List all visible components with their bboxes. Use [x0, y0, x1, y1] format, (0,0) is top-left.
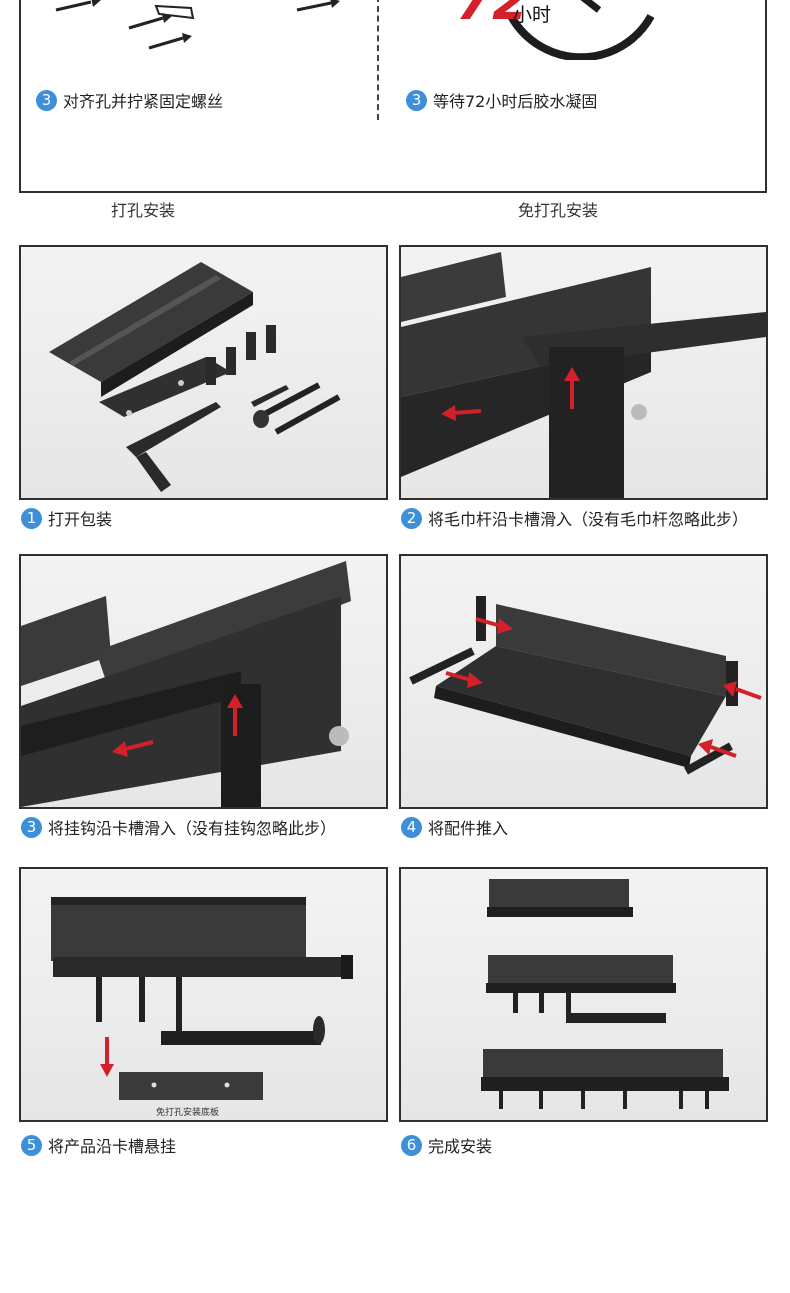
step-number-badge: 2 [401, 507, 422, 529]
step-text: 将配件推入 [428, 819, 509, 838]
step-number-badge: 1 [21, 507, 42, 529]
step-number-badge: 3 [406, 89, 427, 111]
plate-label: 免打孔安装底板 [156, 1108, 220, 1118]
step-number-badge: 6 [401, 1134, 422, 1156]
top-right-step: 3 等待72小时后胶水凝固 [406, 88, 597, 112]
step-2-image [399, 245, 768, 500]
step-1-caption: 1 打开包装 [21, 506, 112, 530]
step-text: 对齐孔并拧紧固定螺丝 [63, 92, 224, 111]
step-text: 打开包装 [48, 510, 113, 529]
step-number-badge: 5 [21, 1134, 42, 1156]
timer-unit: 小时 [513, 4, 552, 26]
step-5-image: 免打孔安装底板 [19, 867, 388, 1122]
step-text: 将产品沿卡槽悬挂 [48, 1137, 177, 1156]
step-number-badge: 4 [401, 816, 422, 838]
step-2-caption: 2 将毛巾杆沿卡槽滑入（没有毛巾杆忽略此步） [401, 506, 748, 530]
step-number-badge: 3 [21, 816, 42, 838]
step-6-caption: 6 完成安装 [401, 1133, 492, 1157]
timer-illustration: 72 小时 [451, 0, 691, 60]
no-drill-install-label: 免打孔安装 [517, 201, 598, 220]
step-number-badge: 3 [36, 89, 57, 111]
step-5-caption: 5 将产品沿卡槽悬挂 [21, 1133, 176, 1157]
timer-number: 72 [456, 0, 529, 32]
top-instruction-panel: 72 小时 3 对齐孔并拧紧固定螺丝 3 等待72小时后胶水凝固 [19, 0, 767, 193]
step-4-image [399, 554, 768, 809]
drilling-install-label: 打孔安装 [110, 201, 175, 220]
top-left-step: 3 对齐孔并拧紧固定螺丝 [36, 88, 223, 112]
step-text: 将挂钩沿卡槽滑入（没有挂钩忽略此步） [48, 819, 337, 838]
step-4-caption: 4 将配件推入 [401, 815, 508, 839]
step-3-caption: 3 将挂钩沿卡槽滑入（没有挂钩忽略此步） [21, 815, 336, 839]
step-1-image [19, 245, 388, 500]
step-text: 完成安装 [428, 1137, 493, 1156]
dashed-divider [377, 0, 379, 120]
step-text: 等待72小时后胶水凝固 [433, 92, 598, 111]
screw-arrows-illustration [55, 0, 340, 50]
step-text: 将毛巾杆沿卡槽滑入（没有毛巾杆忽略此步） [428, 510, 749, 529]
step-6-image [399, 867, 768, 1122]
step-3-image [19, 554, 388, 809]
